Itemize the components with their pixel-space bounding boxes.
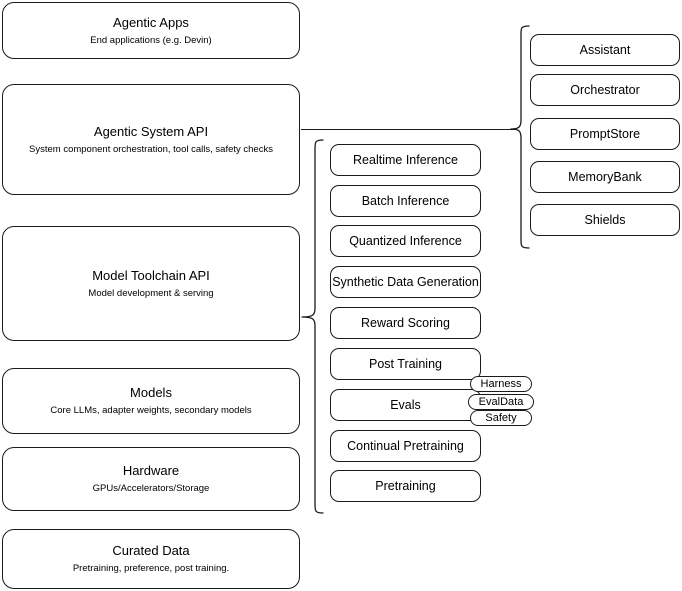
layer-subtitle: Core LLMs, adapter weights, secondary mo…: [50, 405, 252, 416]
layer-subtitle: End applications (e.g. Devin): [90, 34, 212, 46]
layer-subtitle: Pretraining, preference, post training.: [72, 563, 230, 574]
eval-pill-label: Safety: [485, 412, 517, 424]
component-chip-pretraining[interactable]: Pretraining: [330, 470, 481, 502]
layer-title: Model Toolchain API: [92, 267, 210, 283]
component-label: Pretraining: [375, 479, 436, 493]
component-label: Synthetic Data Generation: [332, 275, 479, 289]
layer-box-agentic-system-api[interactable]: Agentic System API System component orch…: [2, 84, 300, 195]
component-chip-synthetic-data-generation[interactable]: Synthetic Data Generation: [330, 266, 481, 298]
component-label: Quantized Inference: [349, 234, 462, 248]
connector-system-api-to-components: [301, 129, 517, 131]
component-label: PromptStore: [569, 127, 641, 141]
layer-box-agentic-apps[interactable]: Agentic Apps End applications (e.g. Devi…: [2, 2, 300, 59]
component-label: Batch Inference: [361, 194, 450, 208]
component-label: Assistant: [579, 43, 631, 57]
component-chip-assistant[interactable]: Assistant: [530, 34, 680, 66]
component-chip-memorybank[interactable]: MemoryBank: [530, 161, 680, 193]
component-chip-post-training[interactable]: Post Training: [330, 348, 481, 380]
brace-toolchain-components: [299, 138, 325, 516]
layer-box-models[interactable]: Models Core LLMs, adapter weights, secon…: [2, 368, 300, 434]
eval-pill-evaldata[interactable]: EvalData: [468, 394, 534, 410]
layer-subtitle: GPUs/Accelerators/Storage: [92, 483, 210, 494]
component-label: Evals: [390, 398, 421, 412]
layer-subtitle: System component orchestration, tool cal…: [29, 143, 273, 155]
layer-title: Curated Data: [112, 543, 190, 558]
component-chip-shields[interactable]: Shields: [530, 204, 680, 236]
component-label: Post Training: [369, 357, 442, 371]
layer-box-model-toolchain-api[interactable]: Model Toolchain API Model development & …: [2, 226, 300, 341]
layer-title: Models: [130, 385, 172, 400]
component-chip-realtime-inference[interactable]: Realtime Inference: [330, 144, 481, 176]
component-chip-batch-inference[interactable]: Batch Inference: [330, 185, 481, 217]
layer-box-curated-data[interactable]: Curated Data Pretraining, preference, po…: [2, 529, 300, 589]
layer-box-hardware[interactable]: Hardware GPUs/Accelerators/Storage: [2, 447, 300, 511]
component-label: Orchestrator: [570, 83, 640, 97]
layer-title: Agentic System API: [93, 123, 209, 139]
component-chip-promptstore[interactable]: PromptStore: [530, 118, 680, 150]
component-chip-reward-scoring[interactable]: Reward Scoring: [330, 307, 481, 339]
component-chip-quantized-inference[interactable]: Quantized Inference: [330, 225, 481, 257]
component-chip-evals[interactable]: Evals: [330, 389, 481, 421]
layer-title: Agentic Apps: [113, 14, 189, 30]
component-chip-continual-pretraining[interactable]: Continual Pretraining: [330, 430, 481, 462]
layer-subtitle: Model development & serving: [88, 287, 214, 299]
component-label: Reward Scoring: [361, 316, 450, 330]
component-chip-orchestrator[interactable]: Orchestrator: [530, 74, 680, 106]
eval-pill-harness[interactable]: Harness: [470, 376, 532, 392]
component-label: Realtime Inference: [353, 153, 458, 167]
eval-pill-safety[interactable]: Safety: [470, 410, 532, 426]
component-label: Shields: [584, 213, 626, 227]
eval-pill-label: EvalData: [478, 396, 524, 408]
component-label: MemoryBank: [568, 170, 642, 184]
eval-pill-label: Harness: [480, 378, 522, 390]
component-label: Continual Pretraining: [347, 439, 464, 453]
layer-title: Hardware: [122, 463, 180, 478]
